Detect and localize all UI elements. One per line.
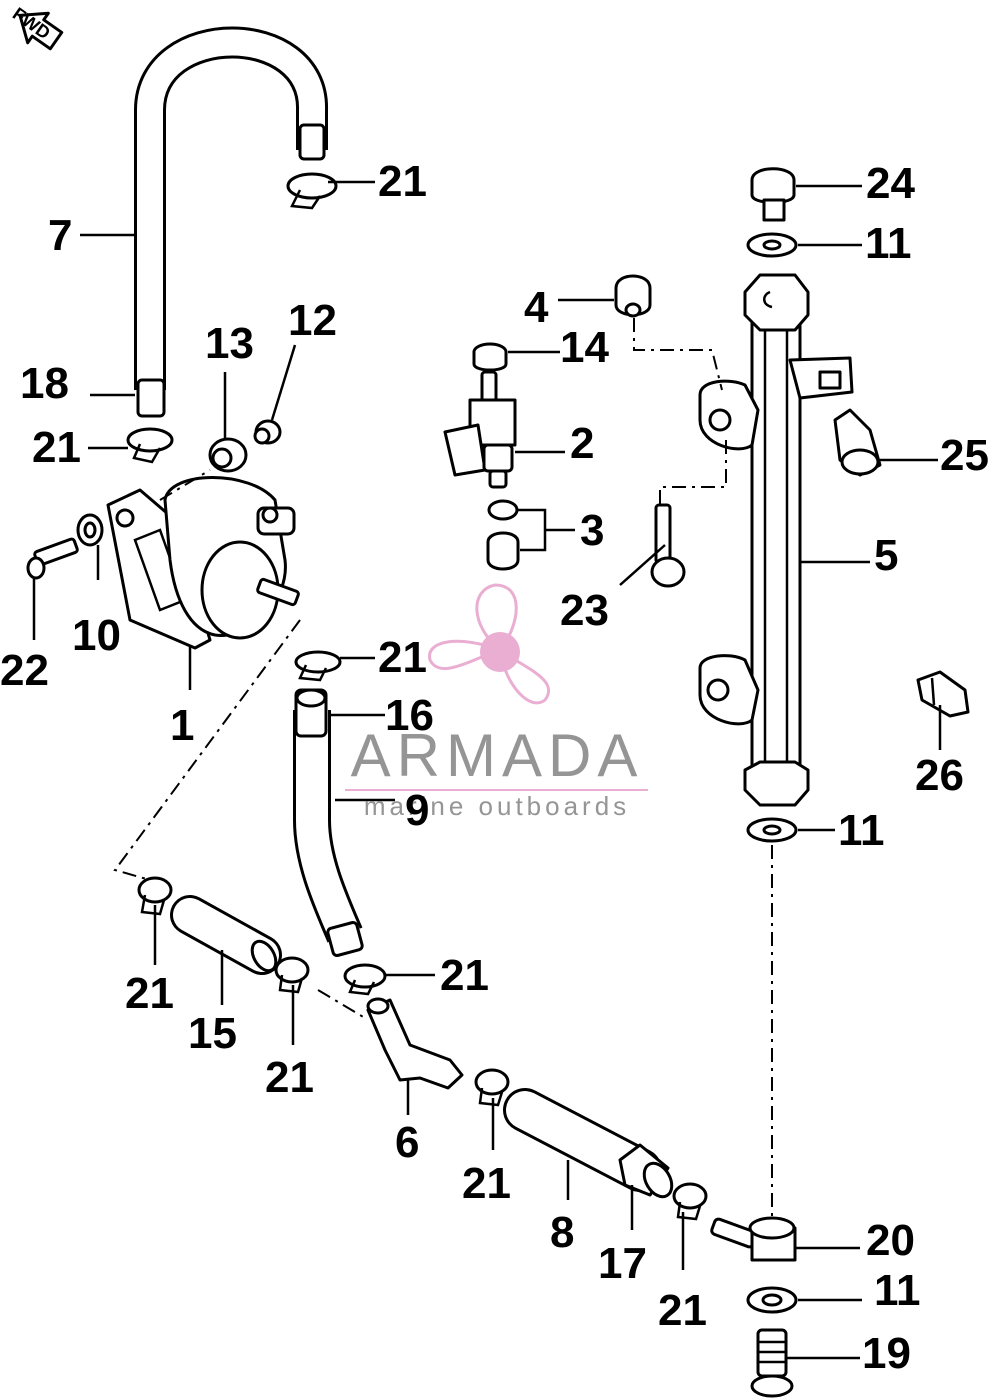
hose-clamp-21-e	[474, 1068, 510, 1107]
callout-19: 19	[862, 1329, 911, 1378]
seal-14	[472, 342, 508, 372]
hose-clamp-21-c	[137, 876, 173, 916]
callout-6: 6	[395, 1118, 419, 1167]
callout-26: 26	[915, 751, 964, 800]
forward-arrow-icon: FWD	[9, 3, 64, 51]
callout-11-bottom: 11	[874, 1266, 921, 1315]
watermark-tagline: marine outboards	[364, 791, 630, 821]
callout-15: 15	[188, 1009, 237, 1058]
callout-21-b: 21	[440, 951, 489, 1000]
cap-12	[253, 419, 282, 445]
fuel-pump-1	[106, 476, 300, 650]
elbow-6	[366, 997, 464, 1090]
hose-15	[170, 895, 282, 975]
callout-21-top: 21	[378, 157, 427, 206]
clip-25	[833, 408, 882, 477]
callout-1: 1	[170, 701, 194, 750]
hose-9	[293, 688, 364, 958]
washer-11-mid	[746, 817, 798, 843]
callout-22: 22	[0, 646, 49, 695]
grommet-13	[208, 437, 248, 473]
bolt-22	[26, 537, 79, 580]
callout-12: 12	[288, 296, 337, 345]
fuel-rail-5	[698, 273, 854, 807]
callout-21-c: 21	[125, 969, 174, 1018]
callout-21-f: 21	[658, 1286, 707, 1335]
clip-26	[916, 670, 970, 718]
union-20	[710, 1216, 797, 1262]
callout-10: 10	[72, 611, 121, 660]
callout-25: 25	[940, 431, 989, 480]
washer-11-top	[746, 232, 798, 258]
cap-24	[750, 167, 796, 222]
callout-24: 24	[866, 159, 915, 208]
fuel-hose-7	[134, 26, 329, 418]
washer-10	[76, 513, 104, 547]
callout-11-mid: 11	[838, 806, 885, 855]
callout-18: 18	[20, 359, 69, 408]
callout-7: 7	[48, 211, 72, 260]
armada-watermark: ARMADA marine outboards	[345, 583, 648, 821]
callout-21-left: 21	[32, 423, 81, 472]
callout-5: 5	[874, 531, 898, 580]
o-ring-3	[486, 499, 520, 571]
callout-9: 9	[405, 786, 429, 835]
callout-17: 17	[598, 1239, 647, 1288]
cap-4	[614, 274, 652, 318]
hose-8	[503, 1088, 674, 1199]
propeller-hub-icon	[480, 632, 520, 672]
bolt-19	[750, 1328, 794, 1398]
callout-23: 23	[560, 586, 609, 635]
callout-21-a: 21	[378, 633, 427, 682]
callout-21-e: 21	[462, 1159, 511, 1208]
callout-2: 2	[570, 419, 594, 468]
callout-20: 20	[866, 1216, 915, 1265]
callout-14: 14	[560, 323, 609, 372]
callout-16: 16	[385, 691, 434, 740]
injector-2	[443, 370, 517, 489]
callout-11-top: 11	[865, 219, 912, 268]
propeller-logo-icon	[428, 583, 550, 705]
callout-13: 13	[205, 319, 254, 368]
callout-3: 3	[580, 506, 604, 555]
callout-21-d: 21	[265, 1053, 314, 1102]
hose-clamp-21-a	[294, 650, 342, 682]
hose-clamp-21-top	[286, 172, 338, 210]
callout-4: 4	[524, 283, 549, 332]
callout-8: 8	[550, 1208, 574, 1257]
hose-clamp-21-left	[126, 427, 174, 464]
watermark-brand: ARMADA	[351, 722, 644, 789]
hose-clamp-21-d	[274, 956, 310, 994]
washer-11-bottom	[746, 1286, 798, 1314]
hose-clamp-21-b	[343, 963, 387, 996]
hose-clamp-21-f	[672, 1182, 708, 1221]
bolt-23	[650, 503, 686, 588]
